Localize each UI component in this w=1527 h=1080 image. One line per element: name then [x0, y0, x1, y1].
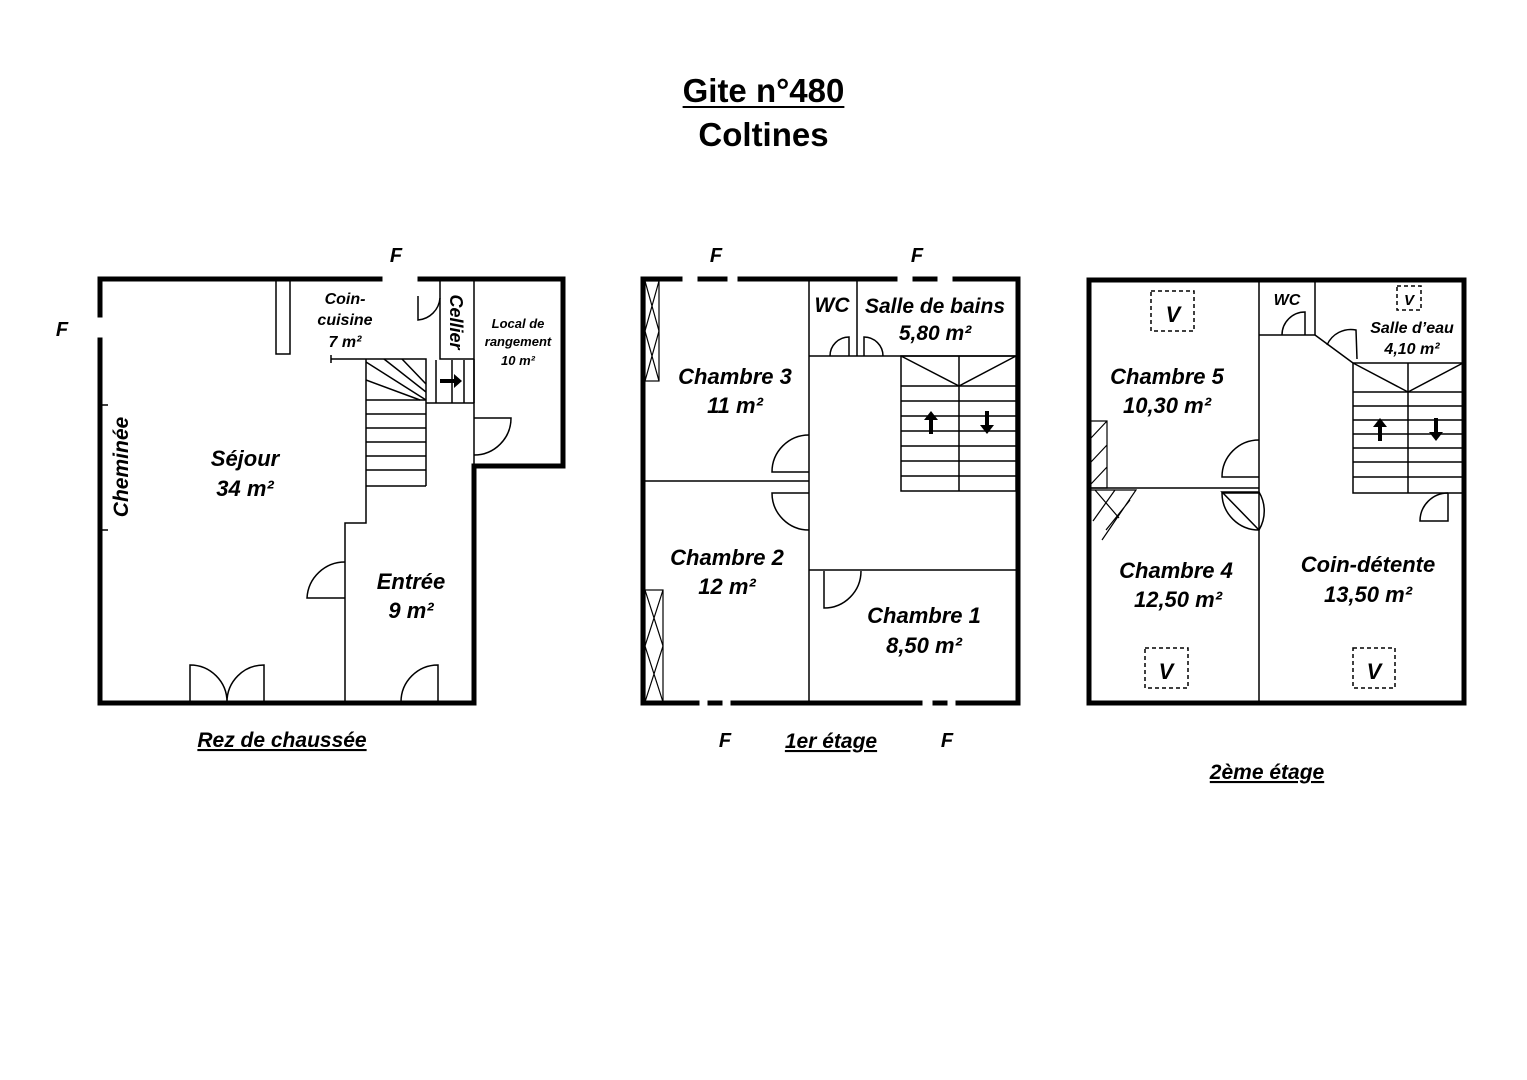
- window-mark: F: [56, 319, 69, 341]
- room-area-bathroom: 5,80 m²: [899, 322, 972, 345]
- chambre1-door: [823, 570, 862, 609]
- first-floor-plan: F F F F Chambre 3 11 m² Chambre 2 12 m² …: [640, 245, 1021, 753]
- room-name-chambre3: Chambre 3: [678, 364, 792, 389]
- room-name-kitchen: Coin-: [325, 291, 366, 308]
- stair-down-arrow-icon: [1429, 418, 1443, 441]
- room-area-storage: 10 m²: [501, 353, 536, 368]
- roof-window: [1352, 647, 1396, 689]
- room-area-chambre3: 11 m²: [707, 393, 764, 418]
- room-area-chambre5: 10,30 m²: [1123, 393, 1212, 418]
- room-name-wc: WC: [1274, 292, 1301, 309]
- fireplace-label: Cheminée: [110, 417, 133, 518]
- first-stairs: [900, 355, 1017, 492]
- room-name-storage: rangement: [485, 334, 552, 349]
- window-mark: F: [390, 245, 403, 267]
- chambre3-door: [771, 434, 810, 473]
- page-title: Gite n°480: [0, 72, 1527, 110]
- chambre2-door: [771, 492, 810, 531]
- first-outer-wall: [640, 276, 1021, 706]
- entrance-door: [400, 664, 439, 703]
- window-mark: F: [941, 730, 954, 752]
- ground-floor-plan: F F Cheminée Séjour 34 m² Entrée 9 m² Co…: [56, 245, 566, 752]
- room-name-bathroom: Salle de bains: [865, 295, 1005, 318]
- room-name-cellier: Cellier: [446, 294, 466, 350]
- room-name-sejour: Séjour: [211, 446, 281, 471]
- chambre4-door: [1221, 492, 1260, 531]
- chambre5-door: [1221, 439, 1260, 478]
- room-name-chambre2: Chambre 2: [670, 545, 784, 570]
- stair-arrow-icon: [440, 374, 462, 388]
- gite-number: Gite n°480: [682, 72, 845, 109]
- room-area-detente: 13,50 m²: [1324, 582, 1413, 607]
- shower-room-door: [1326, 328, 1358, 360]
- wardrobe: [644, 280, 660, 382]
- stair-up-arrow-icon: [924, 411, 938, 434]
- second-outer-wall: [1086, 277, 1467, 706]
- room-area-shower-room: 4,10 m²: [1383, 341, 1440, 358]
- sejour-door: [306, 561, 346, 599]
- roof-window-mark: V: [1159, 659, 1176, 684]
- roof-window: [1150, 290, 1195, 332]
- landing-door: [1419, 492, 1449, 522]
- wc-door: [1281, 311, 1306, 336]
- ground-french-door: [189, 664, 265, 703]
- storage-door: [473, 417, 512, 456]
- room-area-kitchen: 7 m²: [329, 334, 363, 351]
- room-area-chambre2: 12 m²: [698, 574, 756, 599]
- room-name-detente: Coin-détente: [1301, 552, 1435, 577]
- window-mark: F: [911, 245, 924, 267]
- window-mark: F: [719, 730, 732, 752]
- cellier-door: [417, 296, 441, 321]
- stair-up-arrow-icon: [1373, 418, 1387, 441]
- roof-window-mark: V: [1166, 302, 1183, 327]
- floor-label-ground: Rez de chaussée: [197, 729, 367, 752]
- room-name-storage: Local de: [492, 316, 545, 331]
- room-area-chambre4: 12,50 m²: [1134, 587, 1223, 612]
- room-name-entree: Entrée: [377, 569, 445, 594]
- room-area-chambre1: 8,50 m²: [886, 633, 962, 658]
- roof-window: [1144, 647, 1189, 689]
- ground-stairs: [365, 358, 474, 471]
- pillar: [275, 279, 291, 355]
- room-area-sejour: 34 m²: [216, 476, 274, 501]
- wardrobe: [1091, 489, 1138, 541]
- stair-down-arrow-icon: [980, 411, 994, 434]
- room-name-chambre1: Chambre 1: [867, 603, 981, 628]
- room-name-chambre4: Chambre 4: [1119, 558, 1233, 583]
- roof-window-mark: V: [1404, 292, 1416, 309]
- wc-door: [829, 336, 850, 357]
- room-area-entree: 9 m²: [388, 598, 434, 623]
- room-name-kitchen: cuisine: [317, 312, 372, 329]
- floor-label-first: 1er étage: [785, 730, 878, 753]
- wardrobe: [644, 589, 664, 703]
- second-stairs: [1352, 362, 1464, 494]
- wardrobe: [1090, 420, 1108, 489]
- bathroom-door: [863, 336, 884, 357]
- room-name-shower-room: Salle d’eau: [1370, 320, 1454, 337]
- roof-window: [1396, 285, 1422, 311]
- room-name-wc: WC: [815, 294, 851, 317]
- window-mark: F: [710, 245, 723, 267]
- roof-window-mark: V: [1367, 659, 1384, 684]
- page-subtitle: Coltines: [698, 116, 829, 153]
- floor-label-second: 2ème étage: [1209, 761, 1325, 784]
- second-floor-plan: V V V V Chambre 5 10,30 m² Chambre 4 12,…: [1086, 277, 1467, 784]
- room-name-chambre5: Chambre 5: [1110, 364, 1224, 389]
